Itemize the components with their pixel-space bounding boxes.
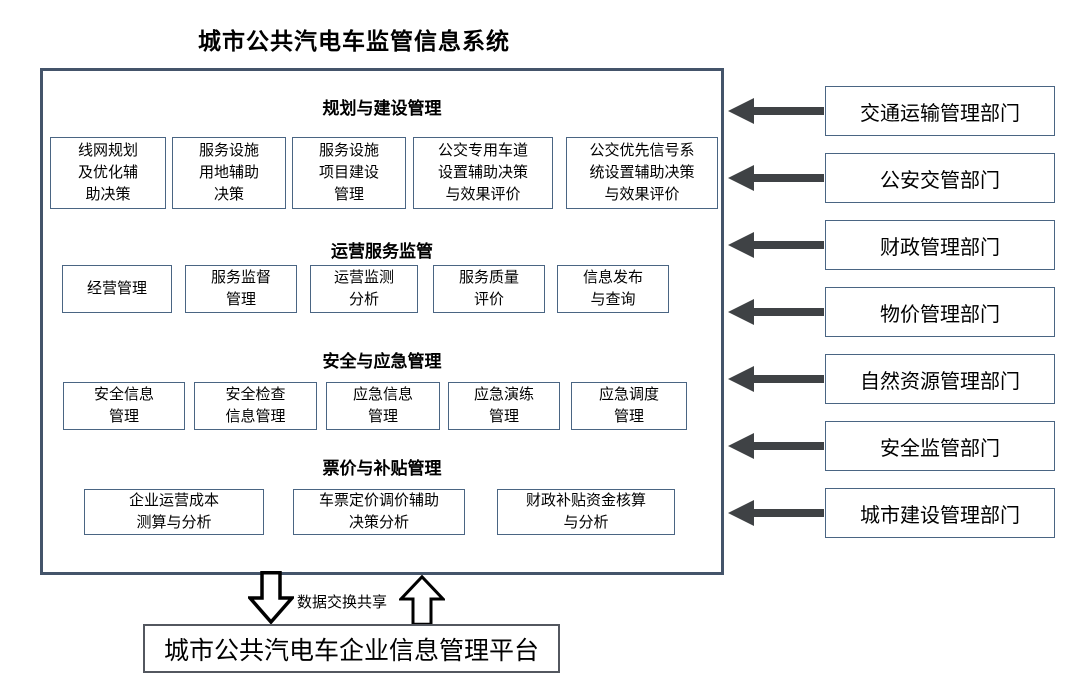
arrow-shaft: [750, 375, 824, 383]
arrow-left-icon: [728, 433, 824, 459]
arrow-shaft: [750, 241, 824, 249]
arrow-shaft: [750, 174, 824, 182]
arrow-down-icon: [248, 571, 294, 624]
arrow-shaft: [750, 107, 824, 115]
section-header-fare: 票价与补贴管理: [322, 459, 442, 478]
arrowhead-icon: [728, 500, 754, 526]
module-box: 车票定价调价辅助 决策分析: [293, 489, 465, 535]
module-box: 运营监测 分析: [310, 265, 418, 313]
arrow-up-icon: [399, 575, 445, 626]
module-box: 线网规划 及优化辅 助决策: [50, 137, 166, 209]
module-box: 应急演练 管理: [448, 382, 560, 430]
module-box: 公交优先信号系 统设置辅助决策 与效果评价: [566, 137, 718, 209]
page-title: 城市公共汽电车监管信息系统: [198, 28, 510, 54]
department-box: 物价管理部门: [825, 287, 1055, 337]
arrowhead-icon: [728, 165, 754, 191]
arrowhead-icon: [728, 98, 754, 124]
arrowhead-icon: [728, 299, 754, 325]
module-box: 服务质量 评价: [433, 265, 545, 313]
module-box: 应急信息 管理: [326, 382, 440, 430]
arrowhead-icon: [728, 232, 754, 258]
module-box: 应急调度 管理: [571, 382, 687, 430]
department-box: 交通运输管理部门: [825, 86, 1055, 136]
arrow-left-icon: [728, 232, 824, 258]
module-box: 服务监督 管理: [185, 265, 297, 313]
platform-box: 城市公共汽电车企业信息管理平台: [143, 624, 560, 673]
module-box: 服务设施 项目建设 管理: [292, 137, 406, 209]
section-header-planning: 规划与建设管理: [322, 99, 442, 118]
arrow-left-icon: [728, 98, 824, 124]
arrow-shaft: [750, 308, 824, 316]
module-box: 安全信息 管理: [63, 382, 185, 430]
module-box: 经营管理: [62, 265, 172, 313]
arrow-left-icon: [728, 299, 824, 325]
arrowhead-icon: [728, 366, 754, 392]
arrow-left-icon: [728, 165, 824, 191]
module-box: 公交专用车道 设置辅助决策 与效果评价: [413, 137, 553, 209]
department-box: 财政管理部门: [825, 220, 1055, 270]
department-box: 公安交管部门: [825, 153, 1055, 203]
arrow-left-icon: [728, 366, 824, 392]
module-box: 安全检查 信息管理: [194, 382, 317, 430]
arrow-left-icon: [728, 500, 824, 526]
module-box: 财政补贴资金核算 与分析: [497, 489, 675, 535]
data-exchange-label: 数据交换共享: [297, 594, 388, 611]
arrow-shaft: [750, 509, 824, 517]
department-box: 安全监管部门: [825, 421, 1055, 471]
module-box: 企业运营成本 测算与分析: [84, 489, 264, 535]
department-box: 城市建设管理部门: [825, 488, 1055, 538]
module-box: 服务设施 用地辅助 决策: [172, 137, 286, 209]
arrowhead-icon: [728, 433, 754, 459]
section-header-operation: 运营服务监管: [331, 242, 433, 261]
department-box: 自然资源管理部门: [825, 354, 1055, 404]
arrow-shaft: [750, 442, 824, 450]
section-header-safety: 安全与应急管理: [322, 352, 442, 371]
module-box: 信息发布 与查询: [557, 265, 669, 313]
